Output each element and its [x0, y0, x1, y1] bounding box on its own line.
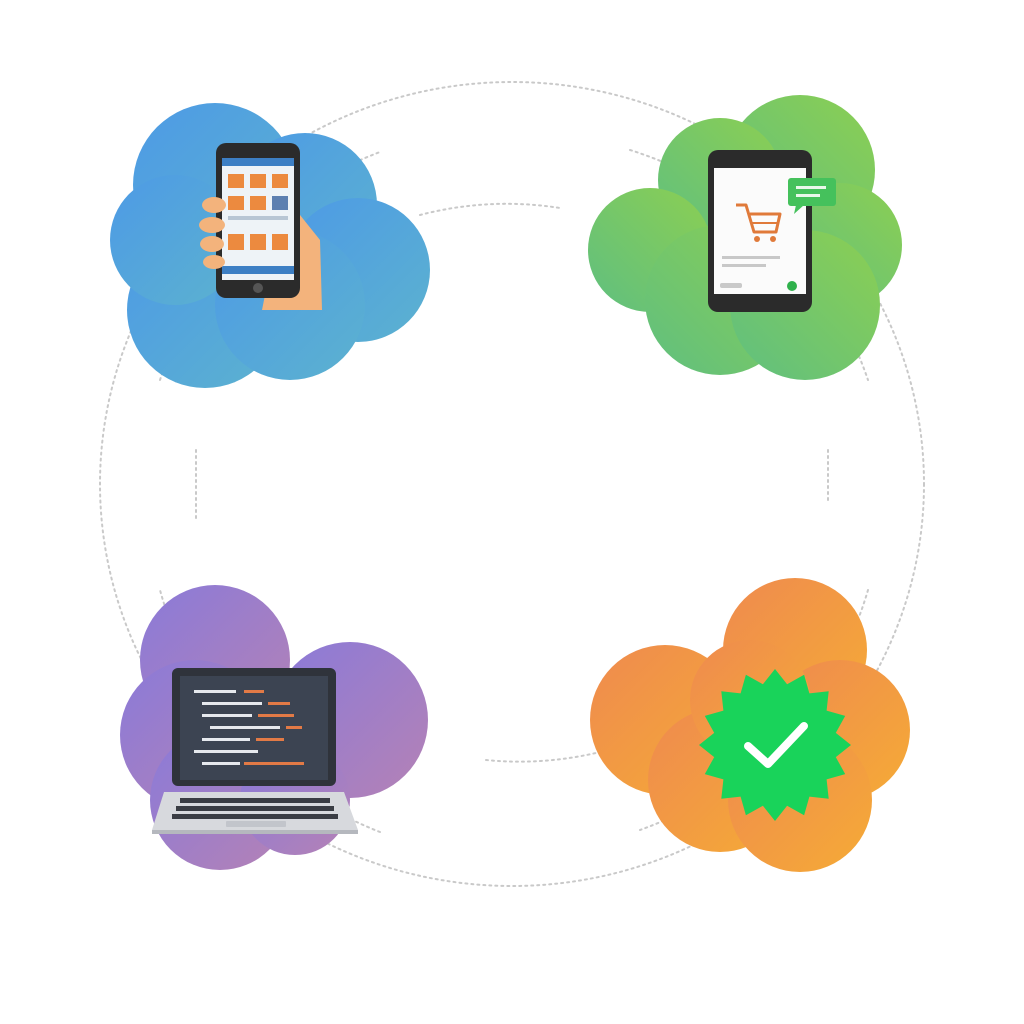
- verified-check-badge-icon: [699, 669, 851, 821]
- green-cloud: [588, 95, 902, 380]
- laptop-code-icon: [152, 668, 358, 834]
- node-mobile-browsing: [110, 103, 430, 388]
- connector-ring-inner: [195, 202, 829, 763]
- node-verified: [590, 578, 910, 872]
- connector-ring-outer: [99, 81, 925, 887]
- chat-bubble-icon: [788, 178, 836, 214]
- node-code-laptop: [120, 585, 428, 870]
- hand-holding-phone-icon: [199, 143, 322, 310]
- node-mobile-cart: [588, 95, 902, 380]
- phone-shopping-cart-icon: [708, 150, 836, 312]
